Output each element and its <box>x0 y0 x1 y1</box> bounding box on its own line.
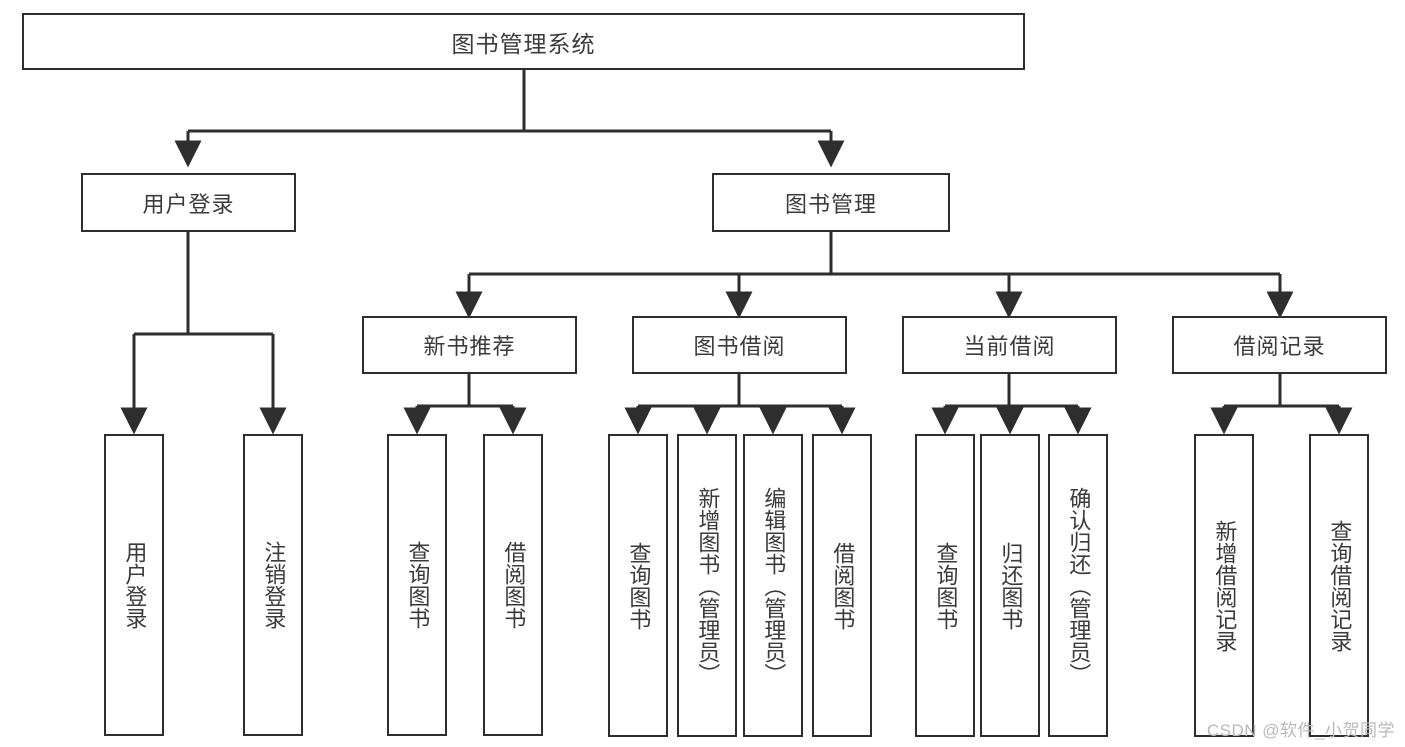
node-leaf-add-borrow-record[interactable]: 新增借阅记录 <box>1194 434 1254 737</box>
node-label: 归还图书 <box>998 541 1024 630</box>
node-label: 新增图书（管理员） <box>695 486 721 685</box>
node-label: 图书借阅 <box>693 334 786 359</box>
node-leaf-borrow-book-2[interactable]: 借阅图书 <box>812 434 872 737</box>
node-root-system[interactable]: 图书管理系统 <box>22 13 1025 70</box>
node-leaf-query-book-1[interactable]: 查询图书 <box>387 434 447 736</box>
node-current-borrow[interactable]: 当前借阅 <box>902 316 1117 374</box>
node-label: 查询图书 <box>626 541 652 630</box>
node-leaf-query-book-2[interactable]: 查询图书 <box>608 434 668 737</box>
node-label: 用户登录 <box>122 541 148 629</box>
node-label: 确认归还（管理员） <box>1066 486 1092 685</box>
node-label: 用户登录 <box>142 191 235 217</box>
node-label: 查询借阅记录 <box>1327 519 1353 652</box>
node-label: 借阅图书 <box>501 541 527 629</box>
node-leaf-edit-book[interactable]: 编辑图书（管理员） <box>743 434 803 737</box>
node-leaf-query-borrow-record[interactable]: 查询借阅记录 <box>1309 434 1369 737</box>
node-book-management[interactable]: 图书管理 <box>712 173 950 232</box>
node-new-book-recommend[interactable]: 新书推荐 <box>362 316 577 374</box>
node-leaf-query-book-3[interactable]: 查询图书 <box>915 434 975 737</box>
node-label: 查询图书 <box>405 541 431 629</box>
node-leaf-user-login[interactable]: 用户登录 <box>104 434 164 736</box>
node-label: 图书管理系统 <box>451 30 596 57</box>
node-label: 借阅记录 <box>1233 334 1326 359</box>
node-leaf-return-book[interactable]: 归还图书 <box>980 434 1040 737</box>
node-book-borrow[interactable]: 图书借阅 <box>632 316 847 374</box>
node-label: 图书管理 <box>784 191 877 217</box>
node-label: 当前借阅 <box>963 334 1056 359</box>
node-label: 编辑图书（管理员） <box>761 486 787 685</box>
node-label: 借阅图书 <box>830 541 856 630</box>
node-leaf-logout-login[interactable]: 注销登录 <box>243 434 303 736</box>
node-user-login[interactable]: 用户登录 <box>81 173 296 232</box>
node-leaf-add-book[interactable]: 新增图书（管理员） <box>677 434 737 737</box>
node-label: 查询图书 <box>933 541 959 630</box>
node-label: 新书推荐 <box>423 334 516 359</box>
node-leaf-borrow-book-1[interactable]: 借阅图书 <box>483 434 543 736</box>
node-label: 注销登录 <box>261 541 287 629</box>
node-label: 新增借阅记录 <box>1212 519 1238 652</box>
node-leaf-confirm-return[interactable]: 确认归还（管理员） <box>1048 434 1108 737</box>
node-borrow-record[interactable]: 借阅记录 <box>1172 316 1387 374</box>
watermark-text: CSDN @软件_小贺同学 <box>1206 721 1395 740</box>
